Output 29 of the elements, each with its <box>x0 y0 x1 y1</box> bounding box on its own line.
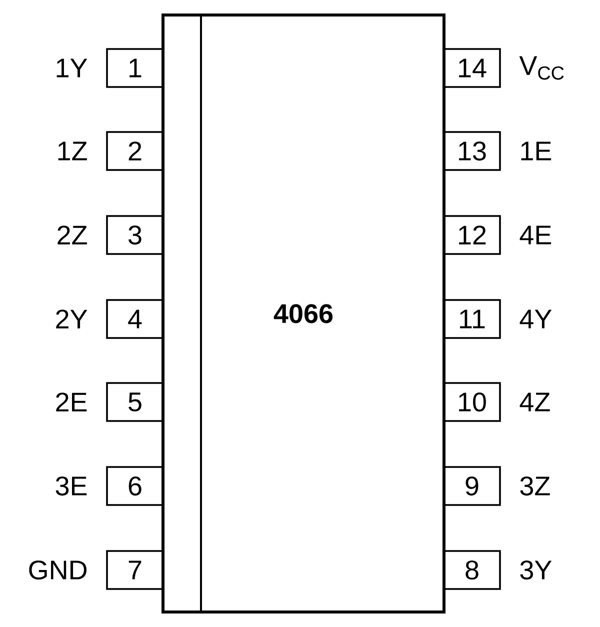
pin-label: 2Z <box>58 226 87 244</box>
pin-box: 5 <box>106 382 164 422</box>
pin-box: 9 <box>443 466 501 506</box>
pin-box: 14 <box>443 48 501 88</box>
pin-box: 10 <box>443 382 501 422</box>
pin-box: 13 <box>443 131 501 171</box>
pin-box: 4 <box>106 299 164 339</box>
pin-box: 7 <box>106 550 164 590</box>
pin-box: 1 <box>106 48 164 88</box>
pin-label: 1Y <box>56 58 88 78</box>
pin-box: 12 <box>443 215 501 255</box>
pin-box: 2 <box>106 131 164 171</box>
pin-label: V$_{CC}$ <box>519 56 564 80</box>
pin-label: 4E <box>520 226 552 244</box>
pin-label: 2Y <box>56 310 88 328</box>
pin-label: 3Z <box>520 476 550 496</box>
pin-label: 1Z <box>58 142 87 160</box>
pin-box: 3 <box>106 215 164 255</box>
pin-label: 2E <box>56 392 87 412</box>
pin-box: 8 <box>443 550 501 590</box>
pin-box: 6 <box>106 466 164 506</box>
chip-body: 4066 <box>162 14 446 614</box>
pin-label: 1E <box>521 142 552 160</box>
pin-label: 4Y <box>520 310 552 328</box>
pin-label: 3Y <box>520 560 552 580</box>
pin-label: GND <box>29 560 86 580</box>
pin-label: 3E <box>56 476 87 496</box>
pin-label: 4Z <box>520 392 550 412</box>
pin-box: 11 <box>443 299 501 339</box>
